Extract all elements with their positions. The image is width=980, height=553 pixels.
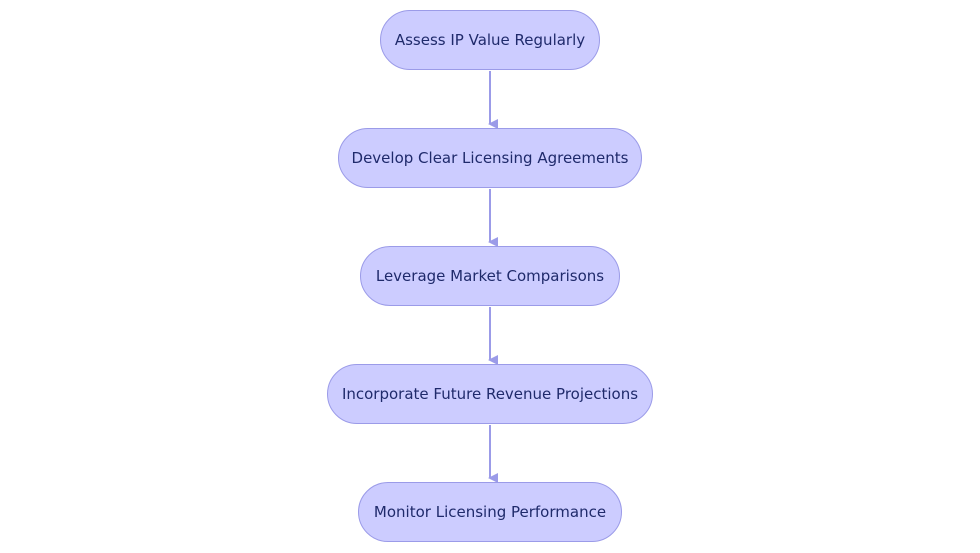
node-incorporate-revenue-projections: Incorporate Future Revenue Projections xyxy=(327,364,653,424)
node-label: Monitor Licensing Performance xyxy=(373,503,607,521)
node-monitor-licensing-performance: Monitor Licensing Performance xyxy=(358,482,622,542)
node-assess-ip-value: Assess IP Value Regularly xyxy=(380,10,600,70)
node-leverage-market-comparisons: Leverage Market Comparisons xyxy=(360,246,620,306)
node-label: Develop Clear Licensing Agreements xyxy=(351,149,629,167)
node-label: Assess IP Value Regularly xyxy=(394,31,586,49)
node-develop-licensing-agreements: Develop Clear Licensing Agreements xyxy=(338,128,642,188)
node-label: Incorporate Future Revenue Projections xyxy=(341,385,639,403)
node-label: Leverage Market Comparisons xyxy=(375,267,605,285)
